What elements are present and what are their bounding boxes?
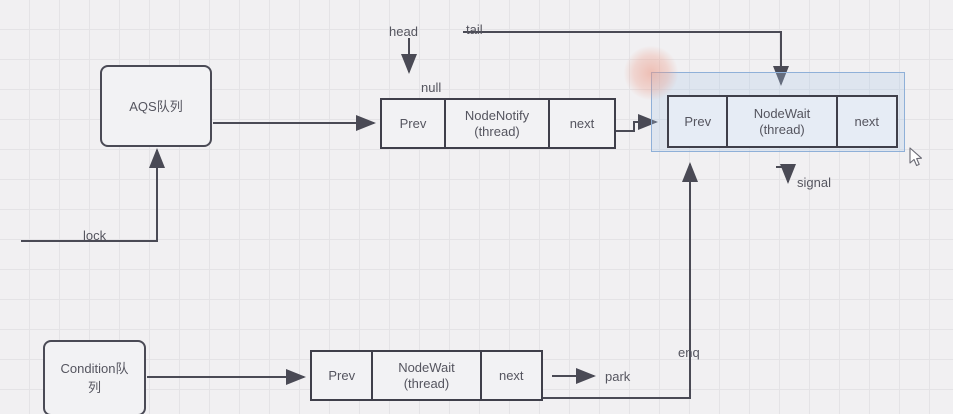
node-link-arrow (616, 114, 658, 132)
lock-arrow (21, 148, 165, 242)
park-label: park (605, 369, 631, 384)
node-wait-condition-payload-cell: NodeWait (thread) (373, 352, 482, 399)
node-notify-next-cell: next (569, 115, 595, 131)
head-label: head (389, 24, 418, 39)
lock-label: lock (83, 228, 107, 243)
tail-arrow (463, 31, 789, 86)
node-wait-selected-prev-cell: Prev (669, 97, 729, 146)
node-wait-condition-next-cell: next (498, 367, 524, 383)
aqs-queue-box[interactable]: AQS队列 (100, 65, 212, 147)
node-wait-condition[interactable]: Prev NodeWait (thread) next (310, 350, 543, 401)
node-notify-prev-cell: Prev (382, 100, 446, 147)
mouse-cursor-icon (909, 147, 923, 167)
signal-label: signal (797, 175, 831, 190)
enq-label: enq (678, 345, 700, 360)
null-label: null (421, 80, 442, 95)
condition-queue-box[interactable]: Condition队 列 (43, 340, 146, 414)
enq-arrow (543, 162, 698, 399)
node-notify[interactable]: Prev NodeNotify (thread) next (380, 98, 616, 149)
tail-label: tail (466, 22, 483, 37)
aqs-queue-label: AQS队列 (129, 98, 183, 114)
node-wait-selected-payload-cell: NodeWait (thread) (728, 97, 838, 146)
node-wait-selected-next-cell: next (854, 113, 880, 129)
signal-arrow (776, 164, 796, 184)
node-notify-payload-cell: NodeNotify (thread) (446, 100, 550, 147)
node-wait-selected[interactable]: Prev NodeWait (thread) next (667, 95, 898, 148)
condition-queue-label: Condition队 列 (60, 361, 129, 395)
node-wait-condition-prev-cell: Prev (312, 352, 374, 399)
